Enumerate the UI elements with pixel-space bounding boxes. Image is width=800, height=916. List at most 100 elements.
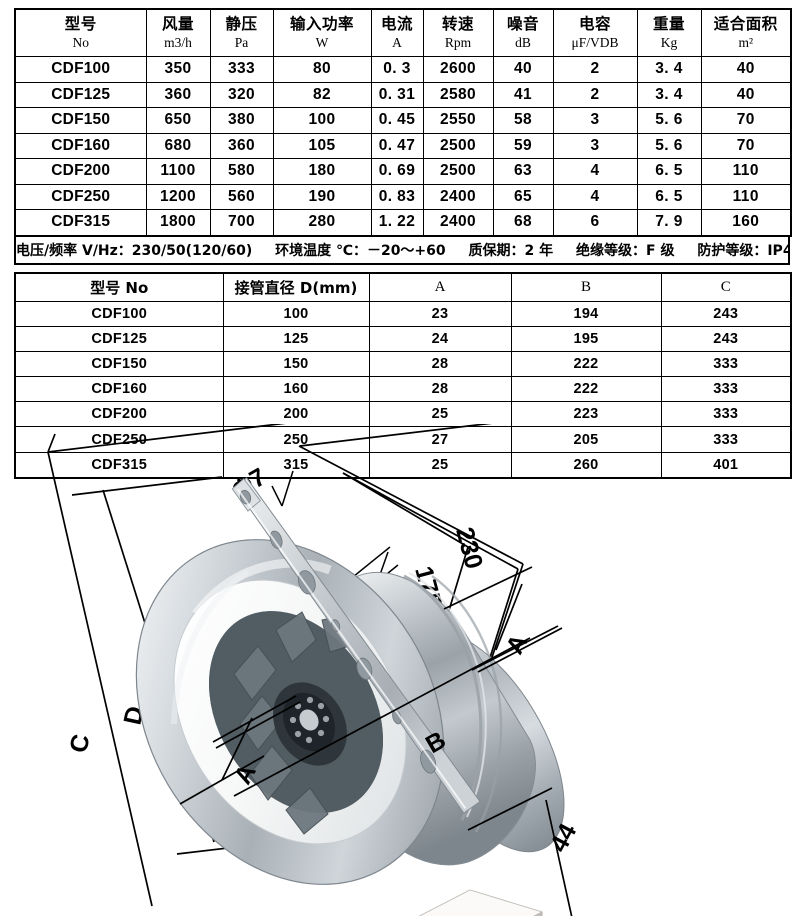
cell-b: 205 — [510, 426, 662, 453]
cell-noise: 68 — [492, 209, 554, 236]
cell-c: 401 — [660, 451, 792, 479]
header-en: No — [72, 34, 90, 50]
cell-c: 333 — [660, 376, 792, 403]
spec-sheet: 型号 No 风量 m3/h 静压 Pa 输入功率 W 电流 A — [14, 8, 792, 479]
cell-static-pressure: 320 — [209, 81, 274, 108]
col-header-current: 电流 A — [370, 8, 424, 57]
cell-input-power: 105 — [272, 132, 372, 159]
header-cn: 噪音 — [506, 15, 539, 34]
spec-warranty: 质保期：2 年 — [468, 242, 554, 259]
cell-a: 28 — [368, 350, 512, 378]
header-cn: 型号 — [64, 15, 97, 34]
cell-current: 0. 69 — [370, 158, 424, 185]
header-en: A — [392, 34, 402, 50]
cell-b: 260 — [510, 451, 662, 479]
cell-airflow: 360 — [145, 81, 211, 108]
cell-model: CDF315 — [14, 451, 224, 479]
header-cn: 电容 — [578, 15, 611, 34]
cell-input-power: 180 — [272, 158, 372, 185]
cell-static-pressure: 333 — [209, 56, 274, 83]
header-cn: 静压 — [225, 15, 258, 34]
col-header-model-no: 型号 No — [14, 272, 224, 302]
cell-suitable-area: 70 — [700, 107, 792, 134]
cell-model: CDF250 — [14, 183, 147, 210]
cell-model: CDF200 — [14, 401, 224, 428]
header-en: Kg — [660, 34, 678, 50]
cell-a: 24 — [368, 325, 512, 352]
cell-suitable-area: 110 — [700, 183, 792, 210]
cell-capacitance: 3 — [552, 132, 638, 159]
cell-input-power: 100 — [272, 107, 372, 134]
cell-model: CDF160 — [14, 132, 147, 159]
header-en: m² — [738, 34, 754, 50]
cell-noise: 41 — [492, 81, 554, 108]
cell-airflow: 1800 — [145, 209, 211, 236]
col-header-a: A — [368, 272, 512, 302]
cell-capacitance: 4 — [552, 158, 638, 185]
cell-input-power: 82 — [272, 81, 372, 108]
header-cn: 风量 — [161, 15, 194, 34]
cell-b: 194 — [510, 300, 662, 327]
spec-temperature: 环境温度 ℃：－20～+60 — [275, 242, 446, 259]
cell-b: 222 — [510, 350, 662, 378]
cell-duct-diameter: 160 — [222, 376, 370, 403]
cell-b: 222 — [510, 376, 662, 403]
fan-performance-table: 型号 No 风量 m3/h 静压 Pa 输入功率 W 电流 A — [14, 8, 792, 237]
cell-weight: 5. 6 — [636, 107, 702, 134]
header-cn: 输入功率 — [289, 15, 354, 34]
cell-input-power: 80 — [272, 56, 372, 83]
cell-model: CDF100 — [14, 300, 224, 327]
cell-noise: 63 — [492, 158, 554, 185]
col-header-input-power: 输入功率 W — [272, 8, 372, 57]
cell-model: CDF100 — [14, 56, 147, 83]
cell-airflow: 1100 — [145, 158, 211, 185]
header-cn: 适合面积 — [713, 15, 778, 34]
cell-suitable-area: 40 — [700, 56, 792, 83]
cell-weight: 6. 5 — [636, 183, 702, 210]
col-header-static-pressure: 静压 Pa — [209, 8, 274, 57]
mounting-bracket — [231, 477, 481, 814]
cell-static-pressure: 360 — [209, 132, 274, 159]
cell-current: 0. 31 — [370, 81, 424, 108]
col-header-suitable-area: 适合面积 m² — [700, 8, 792, 57]
cell-suitable-area: 40 — [700, 81, 792, 108]
header-cn: 转速 — [441, 15, 474, 34]
col-header-duct-diameter: 接管直径 D(mm) — [222, 272, 370, 302]
header-en: Rpm — [444, 34, 472, 50]
cell-airflow: 650 — [145, 107, 211, 134]
cell-model: CDF160 — [14, 376, 224, 403]
header-cn: 重量 — [652, 15, 685, 34]
cell-model: CDF200 — [14, 158, 147, 185]
dim-C-label: C — [64, 732, 95, 755]
general-spec-strip: 电压/频率 V/Hz：230/50(120/60) 环境温度 ℃：－20～+60… — [14, 236, 790, 265]
fan-assembly — [135, 477, 565, 916]
cell-static-pressure: 560 — [209, 183, 274, 210]
cell-capacitance: 4 — [552, 183, 638, 210]
table-header-row: 型号 No 接管直径 D(mm) A B C — [14, 272, 792, 302]
cell-speed: 2400 — [422, 183, 494, 210]
cell-capacitance: 2 — [552, 81, 638, 108]
cell-speed: 2580 — [422, 81, 494, 108]
col-header-b: B — [510, 272, 662, 302]
cell-capacitance: 2 — [552, 56, 638, 83]
cell-airflow: 1200 — [145, 183, 211, 210]
col-header-airflow: 风量 m3/h — [145, 8, 211, 57]
cell-a: 28 — [368, 376, 512, 403]
cell-c: 243 — [660, 325, 792, 352]
cell-static-pressure: 700 — [209, 209, 274, 236]
table-header-row: 型号 No 风量 m3/h 静压 Pa 输入功率 W 电流 A — [14, 8, 792, 57]
col-header-model: 型号 No — [14, 8, 147, 57]
cell-noise: 58 — [492, 107, 554, 134]
header-en: m3/h — [164, 34, 192, 50]
cell-model: CDF315 — [14, 209, 147, 236]
cell-current: 0. 45 — [370, 107, 424, 134]
cell-static-pressure: 380 — [209, 107, 274, 134]
cell-static-pressure: 580 — [209, 158, 274, 185]
spec-voltage: 电压/频率 V/Hz：230/50(120/60) — [16, 242, 253, 259]
cell-a: 27 — [368, 426, 512, 453]
cell-airflow: 350 — [145, 56, 211, 83]
cell-capacitance: 6 — [552, 209, 638, 236]
